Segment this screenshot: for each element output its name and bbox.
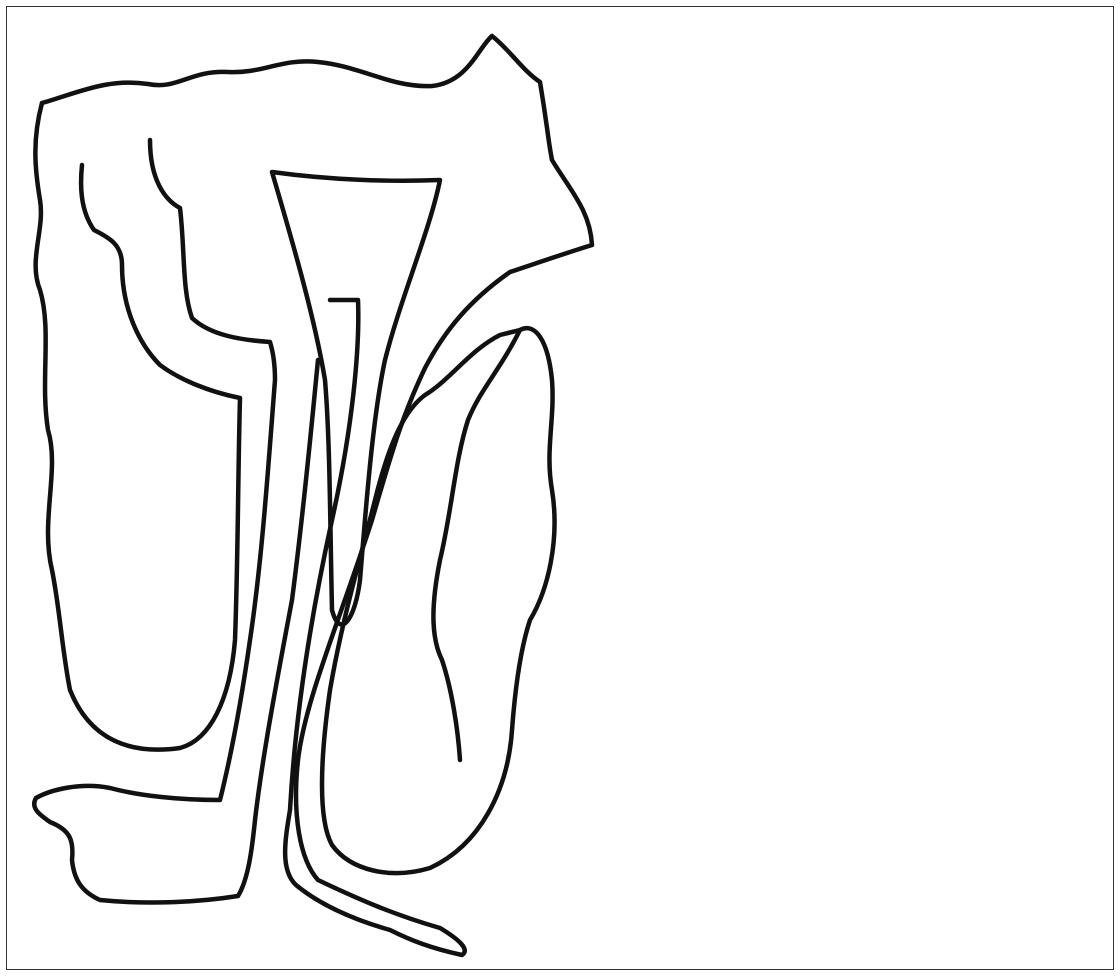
western-coast-outline <box>35 103 240 750</box>
upper-channel-outline <box>34 140 318 903</box>
outer-landmass-outline <box>42 36 592 955</box>
inner-island-outline <box>433 330 520 760</box>
